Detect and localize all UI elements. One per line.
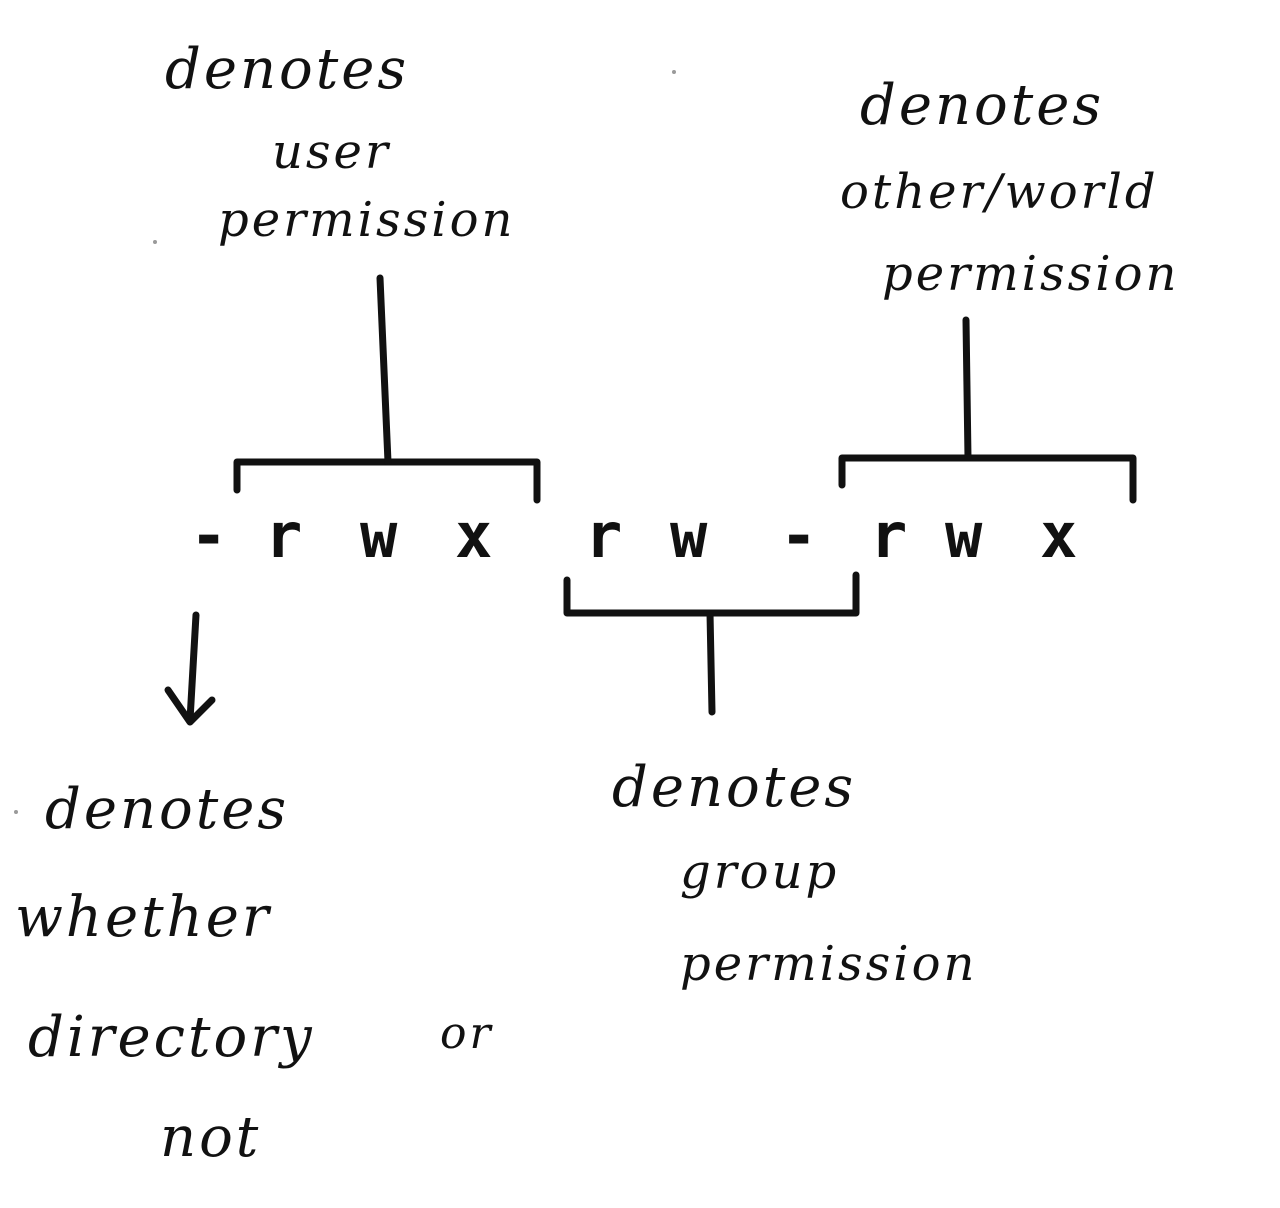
other-label-line-2: other/world bbox=[840, 164, 1159, 220]
user-label-line-2: user bbox=[272, 124, 391, 180]
perm-char-type: - bbox=[190, 499, 228, 572]
type-label-line-4: or bbox=[440, 1008, 494, 1059]
type-label-line-3: directory bbox=[28, 1005, 315, 1070]
perm-char-other-read: r bbox=[870, 499, 908, 572]
type-label-line-5: not bbox=[160, 1105, 262, 1170]
perm-char-group-exec: - bbox=[780, 499, 818, 572]
perm-char-group-write: w bbox=[670, 499, 708, 572]
group-label-line-2: group bbox=[680, 844, 840, 900]
group-label-line-1: denotes bbox=[612, 755, 857, 820]
other-connector bbox=[962, 316, 972, 462]
other-label-line-3: permission bbox=[882, 246, 1180, 302]
group-bracket bbox=[563, 571, 860, 617]
perm-char-other-exec: x bbox=[1040, 499, 1078, 572]
type-label-line-1: denotes bbox=[45, 777, 290, 842]
group-connector bbox=[706, 609, 716, 716]
group-label-line-3: permission bbox=[680, 936, 978, 992]
perm-char-user-exec: x bbox=[455, 499, 493, 572]
perm-char-group-read: r bbox=[585, 499, 623, 572]
paper-speck bbox=[153, 240, 157, 244]
user-label-line-3: permission bbox=[218, 192, 516, 248]
user-connector bbox=[376, 274, 392, 466]
perm-char-user-read: r bbox=[265, 499, 303, 572]
user-bracket bbox=[233, 458, 541, 504]
paper-speck bbox=[14, 810, 18, 814]
type-arrow-head bbox=[164, 686, 216, 726]
perm-char-user-write: w bbox=[360, 499, 398, 572]
type-label-line-2: whether bbox=[15, 885, 272, 950]
other-bracket bbox=[838, 454, 1137, 504]
other-label-line-1: denotes bbox=[860, 73, 1105, 138]
paper-speck bbox=[672, 70, 676, 74]
user-label-line-1: denotes bbox=[165, 37, 410, 102]
type-arrow-shaft bbox=[186, 611, 200, 724]
perm-char-other-write: w bbox=[945, 499, 983, 572]
